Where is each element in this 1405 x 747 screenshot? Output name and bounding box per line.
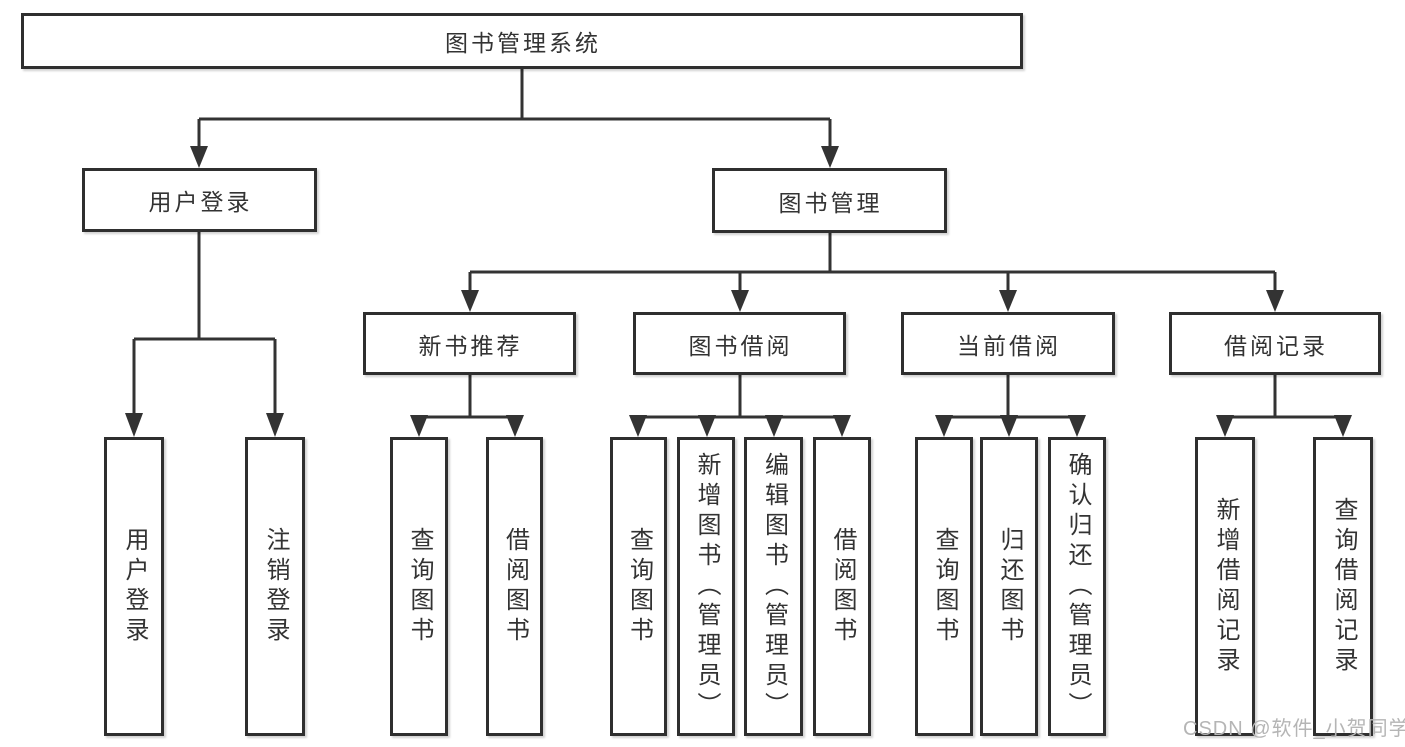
leaf-label: 查询借阅记录 (1330, 496, 1357, 677)
leaf-label: 注销登录 (262, 526, 289, 647)
node-label: 用户登录 (148, 189, 253, 215)
leaf-cb-query-books: 查询图书 (915, 437, 973, 736)
leaf-label: 新增图书（管理员） (693, 451, 720, 722)
leaf-label: 编辑图书（管理员） (760, 451, 788, 722)
node-borrow-records: 借阅记录 (1169, 312, 1381, 375)
leaf-nb-borrow-books: 借阅图书 (486, 437, 543, 736)
node-book-management: 图书管理 (712, 168, 947, 233)
leaf-label: 归还图书 (996, 526, 1023, 647)
leaf-label: 借阅图书 (501, 526, 529, 647)
leaf-br-add-record: 新增借阅记录 (1195, 437, 1255, 736)
leaf-bb-query-books: 查询图书 (610, 437, 667, 736)
node-label: 新书推荐 (418, 332, 523, 359)
leaf-label: 用户登录 (121, 526, 148, 647)
node-label: 图书借阅 (688, 332, 793, 359)
leaf-nb-query-books: 查询图书 (390, 437, 448, 736)
node-library-management-system: 图书管理系统 (21, 13, 1023, 69)
leaf-label: 新增借阅记录 (1212, 496, 1239, 677)
leaf-user-login: 用户登录 (104, 437, 164, 736)
leaf-logout: 注销登录 (245, 437, 305, 736)
node-new-book-recommend: 新书推荐 (363, 312, 576, 375)
node-label: 图书管理系统 (445, 30, 601, 56)
node-label: 借阅记录 (1224, 332, 1328, 359)
node-current-borrow: 当前借阅 (901, 312, 1115, 375)
node-book-borrow: 图书借阅 (633, 312, 846, 375)
csdn-watermark: CSDN @软件_小贺同学 (1183, 718, 1405, 740)
node-label: 图书管理 (778, 189, 883, 216)
leaf-bb-borrow-books: 借阅图书 (813, 437, 871, 736)
arrowheads (125, 146, 1352, 437)
leaf-bb-add-books-admin: 新增图书（管理员） (677, 437, 735, 736)
leaf-label: 查询图书 (406, 526, 433, 647)
leaf-cb-return-books: 归还图书 (980, 437, 1038, 736)
leaf-label: 查询图书 (931, 526, 958, 647)
leaf-bb-edit-books-admin: 编辑图书（管理员） (744, 437, 803, 736)
leaf-cb-confirm-return-admin: 确认归还（管理员） (1048, 437, 1106, 736)
leaf-label: 确认归还（管理员） (1064, 451, 1091, 722)
node-user-login: 用户登录 (82, 168, 317, 232)
node-label: 当前借阅 (957, 332, 1061, 359)
leaf-label: 借阅图书 (829, 526, 856, 647)
leaf-br-query-record: 查询借阅记录 (1313, 437, 1373, 736)
leaf-label: 查询图书 (625, 526, 653, 647)
